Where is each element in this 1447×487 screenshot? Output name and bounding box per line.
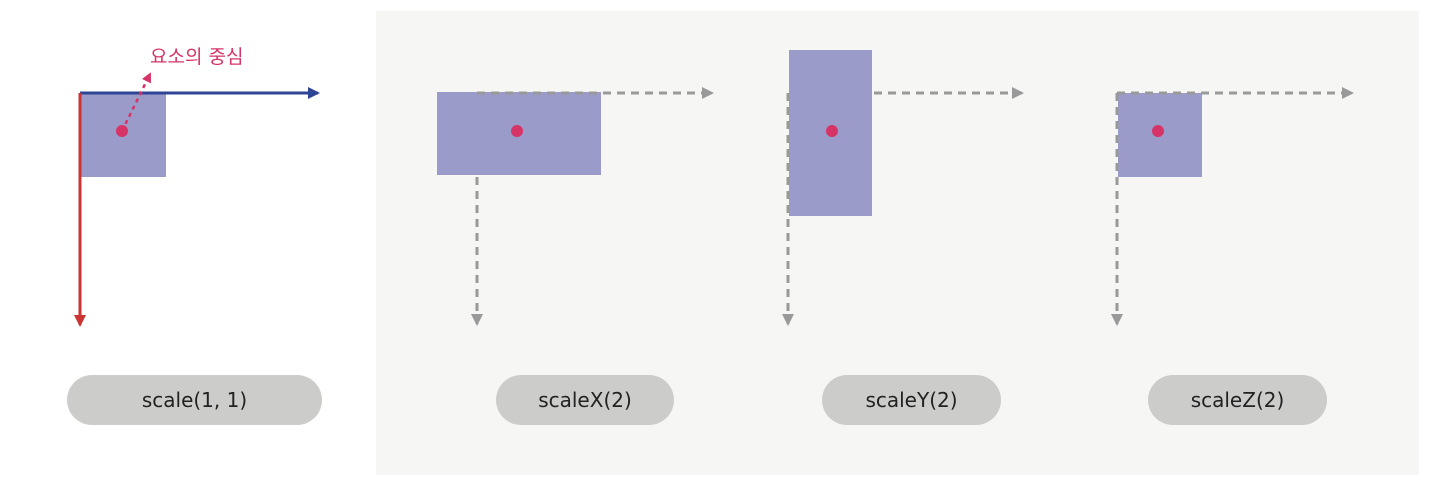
figure-scale-x (437, 87, 714, 326)
center-dot (511, 125, 523, 137)
figure-scale-y (782, 50, 1024, 326)
center-dot (826, 125, 838, 137)
label-scale-y: scaleY(2) (822, 375, 1001, 425)
center-pointer-arrow (120, 72, 152, 132)
figure-original (74, 72, 320, 327)
label-scale: scale(1, 1) (67, 375, 322, 425)
label-scale-x: scaleX(2) (496, 375, 674, 425)
label-scale-z: scaleZ(2) (1148, 375, 1327, 425)
figure-scale-z (1111, 87, 1354, 326)
center-dot (1152, 125, 1164, 137)
element-center-label: 요소의 중심 (150, 46, 244, 68)
center-dot (116, 125, 128, 137)
